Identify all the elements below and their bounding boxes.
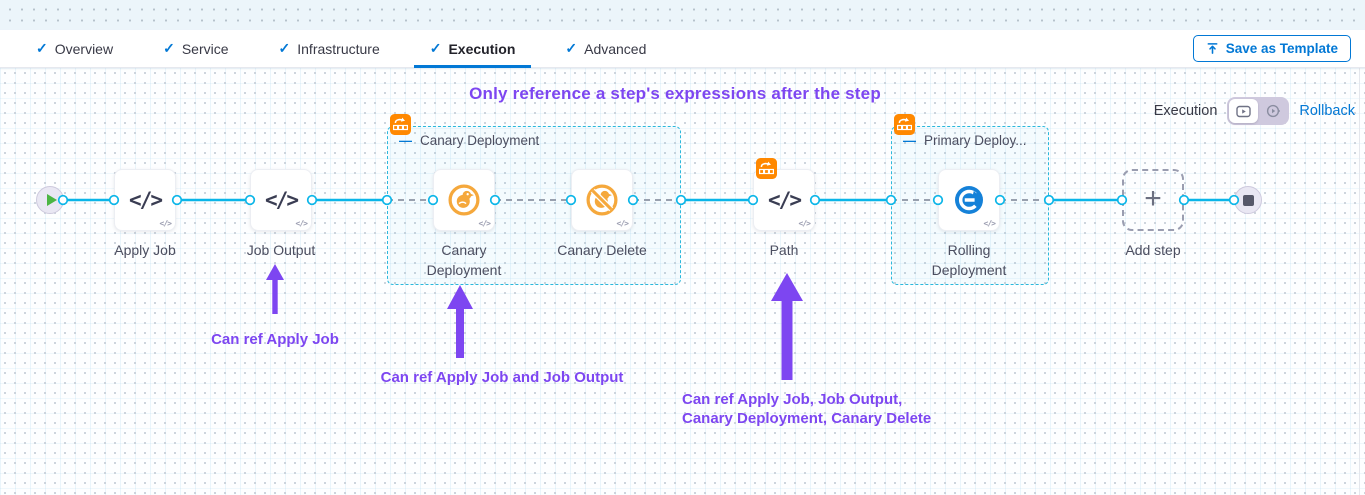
save-as-template-label: Save as Template (1225, 41, 1338, 56)
play-icon (46, 194, 57, 206)
step-card-canary-delete[interactable]: </> (571, 169, 633, 231)
check-icon: ✓ (429, 40, 442, 56)
rollback-toggle-button[interactable] (1258, 99, 1287, 123)
check-icon: ✓ (278, 40, 291, 56)
code-icon: </> (129, 188, 163, 212)
annotation-can-ref-1: Can ref Apply Job (211, 331, 339, 348)
plus-icon: + (1144, 181, 1162, 215)
code-badge-icon: </> (616, 219, 629, 228)
stop-icon (1242, 194, 1254, 206)
step-card-rolling-deployment[interactable]: </> (938, 169, 1000, 231)
tab-overview[interactable]: ✓ Overview (20, 30, 129, 67)
stage-group-canary-deployment[interactable]: — Canary Deployment (387, 126, 681, 285)
stage-config-tab-bar: ✓ Overview ✓ Service ✓ Infrastructure ✓ … (0, 30, 1365, 68)
group-label: Canary Deployment (420, 133, 540, 148)
step-card-canary-deployment[interactable]: </> (433, 169, 495, 231)
step-card-apply-job[interactable]: </> </> (114, 169, 176, 231)
top-canvas-band (0, 0, 1365, 30)
group-label: Primary Deploy... (924, 133, 1027, 148)
execution-play-icon (1236, 105, 1252, 117)
pipeline-connectors-layer (57, 194, 1240, 380)
tab-label: Execution (448, 40, 516, 57)
code-badge-icon: </> (798, 219, 811, 228)
check-icon: ✓ (163, 40, 175, 56)
save-as-template-button[interactable]: Save as Template (1192, 35, 1351, 62)
rollback-steps-badge-icon (756, 158, 777, 179)
code-badge-icon: </> (983, 219, 996, 228)
rollback-link[interactable]: Rollback (1299, 103, 1355, 119)
code-icon: </> (768, 188, 802, 212)
step-label-path: Path (769, 242, 799, 258)
annotation-title: Only reference a step's expressions afte… (469, 84, 881, 103)
stage-group-primary-deployment[interactable]: — Primary Deploy... (891, 126, 1049, 285)
code-badge-icon: </> (295, 219, 308, 228)
step-label-rolling-deployment: Rolling Deployment (931, 242, 1007, 278)
execution-rollback-toggle[interactable] (1227, 97, 1290, 125)
pipeline-end-node (1234, 186, 1262, 214)
tab-infrastructure[interactable]: ✓ Infrastructure (263, 30, 396, 67)
step-label-canary-deployment: Canary Deployment (426, 242, 502, 278)
check-icon: ✓ (36, 40, 48, 56)
tab-label: Infrastructure (297, 40, 380, 57)
code-icon: </> (265, 188, 299, 212)
annotation-line-2: Canary Deployment, Canary Delete (682, 410, 932, 427)
add-step-button[interactable]: + (1122, 169, 1184, 231)
execution-mode-row: Execution Rollback (1154, 97, 1355, 125)
step-label-job-output: Job Output (246, 242, 316, 258)
step-label-add-step: Add step (1125, 242, 1181, 258)
code-badge-icon: </> (478, 219, 491, 228)
pipeline-start-node (36, 186, 64, 214)
step-label-canary-delete: Canary Delete (557, 242, 647, 258)
collapse-group-icon[interactable]: — (399, 133, 412, 148)
tab-service[interactable]: ✓ Service (147, 30, 244, 67)
rollback-steps-badge-icon (390, 114, 411, 135)
rollback-circle-icon (1266, 104, 1280, 118)
canary-delete-icon (586, 184, 618, 216)
check-icon: ✓ (565, 40, 578, 56)
execution-mode-label: Execution (1153, 103, 1218, 119)
tab-label: Service (181, 40, 229, 57)
canary-icon (448, 184, 480, 216)
step-label-apply-job: Apply Job (114, 242, 176, 258)
rollback-steps-badge-icon (894, 114, 915, 135)
scrollbar-track[interactable] (1359, 68, 1360, 495)
collapse-group-icon[interactable]: — (903, 133, 916, 148)
annotation-line-1: Can ref Apply Job, Job Output, (682, 391, 903, 408)
tab-label: Advanced (584, 40, 647, 57)
annotation-can-ref-2: Can ref Apply Job and Job Output (380, 369, 624, 386)
rolling-deployment-icon (955, 186, 983, 214)
tab-label: Overview (54, 40, 114, 57)
step-card-job-output[interactable]: </> </> (250, 169, 312, 231)
pipeline-canvas[interactable]: Only reference a step's expressions afte… (0, 68, 1365, 495)
tab-advanced[interactable]: ✓ Advanced (549, 30, 662, 67)
group-header: — Canary Deployment (399, 133, 539, 148)
step-card-path[interactable]: </> </> (753, 169, 815, 231)
group-header: — Primary Deploy... (903, 133, 1027, 148)
tab-execution[interactable]: ✓ Execution (413, 30, 532, 68)
upload-icon (1207, 43, 1218, 54)
execution-toggle-button[interactable] (1229, 99, 1259, 123)
annotation-can-ref-3: Can ref Apply Job, Job Output, Canary De… (682, 390, 982, 428)
code-badge-icon: </> (159, 219, 172, 228)
